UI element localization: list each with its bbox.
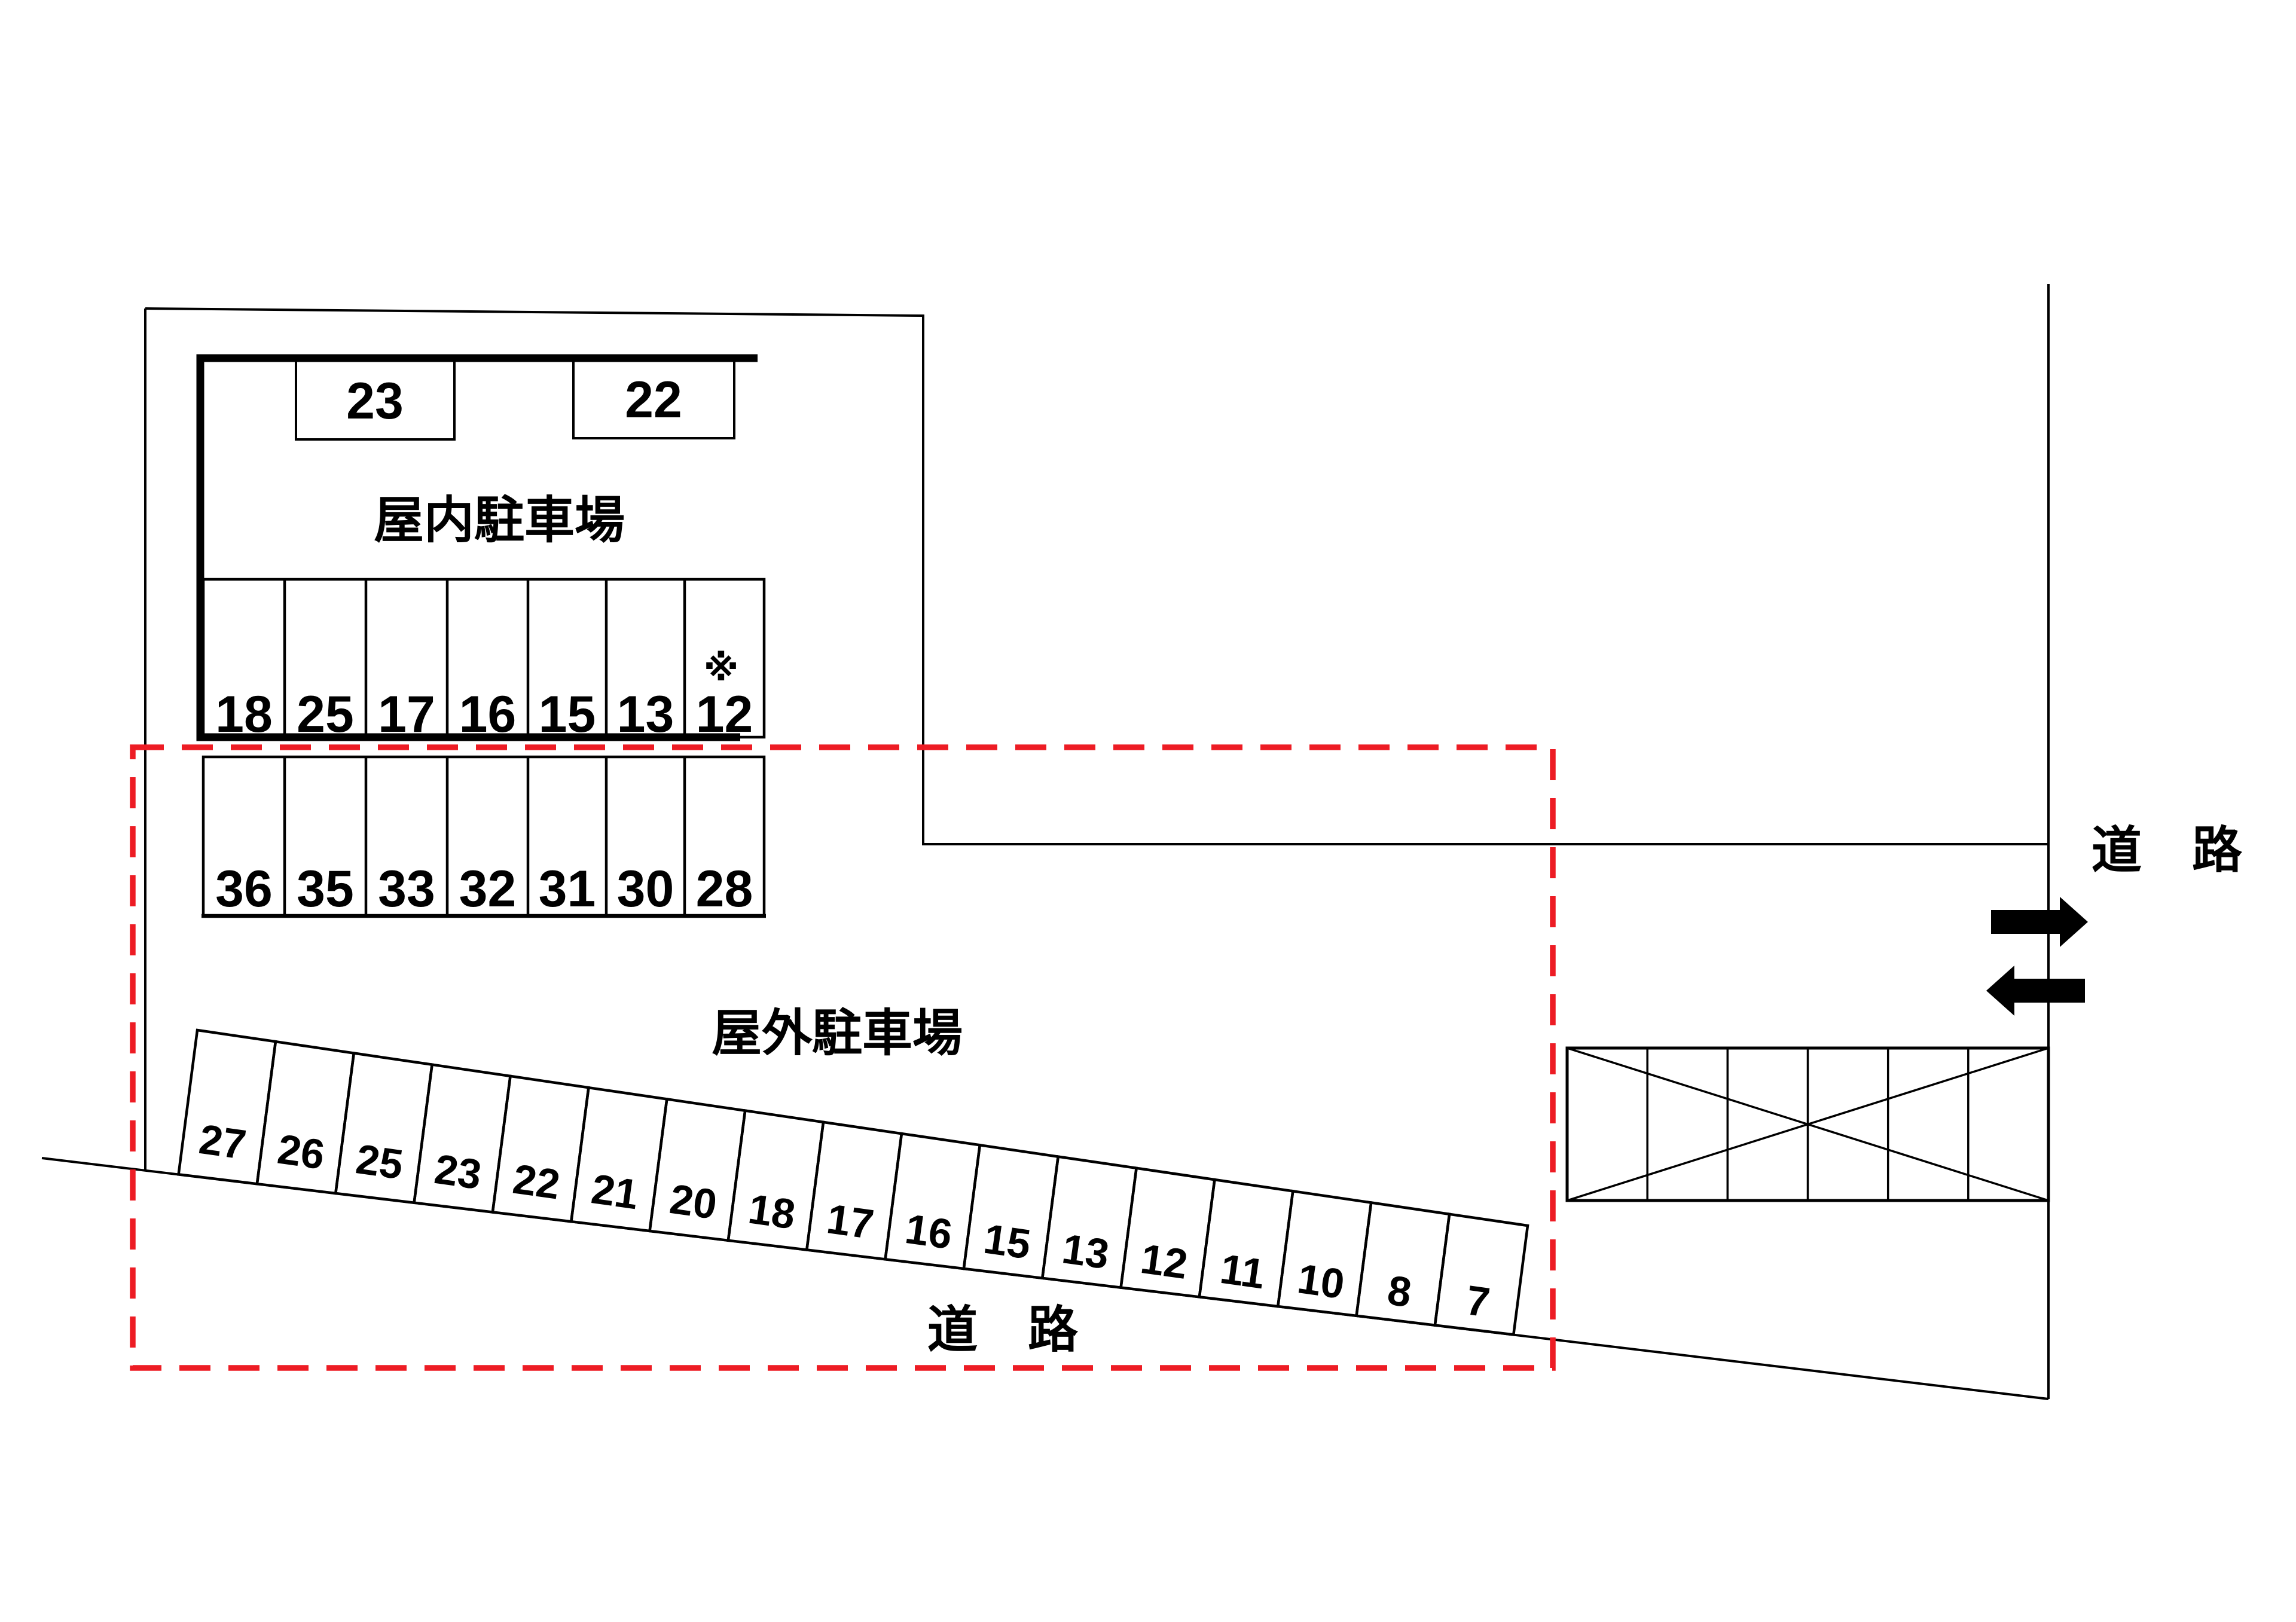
outdoor-parking-label: 屋外駐車場 [712, 1005, 963, 1061]
stall-number: 33 [378, 860, 435, 918]
stall-number: 11 [1217, 1245, 1268, 1298]
road-label-right: 道 路 [2092, 822, 2243, 878]
stall-number: 35 [297, 860, 354, 918]
stall-number: 25 [353, 1135, 406, 1188]
stall-number: 20 [667, 1175, 720, 1228]
exit-arrow-icon [1986, 966, 2085, 1016]
stall-number: 21 [589, 1165, 642, 1218]
stall-number: 18 [746, 1186, 798, 1238]
crossed-out-structure [1565, 1046, 2050, 1202]
stall-number: 22 [625, 371, 682, 429]
entry-arrow-icon [1991, 897, 2088, 947]
stall-number: 13 [1060, 1225, 1112, 1278]
stall-number: 30 [617, 860, 674, 918]
middle-stall-row: 36 35 33 32 31 30 28 [201, 755, 766, 918]
stall-number: 27 [196, 1116, 249, 1168]
boundary-step-line [145, 307, 2048, 845]
note-mark: ※ [704, 648, 738, 688]
stall-number: 16 [902, 1205, 955, 1258]
parking-stall [1433, 1212, 1529, 1336]
crossed-structure-dividers [1646, 1048, 1970, 1201]
indoor-box-stall-23 [295, 357, 456, 441]
stall-number: 36 [215, 860, 273, 918]
stall-number: 23 [346, 372, 404, 430]
stall-number: 10 [1294, 1255, 1347, 1308]
stall-number: 31 [539, 860, 596, 918]
stall-number: 26 [275, 1126, 328, 1178]
stall-number: 15 [981, 1215, 1034, 1268]
red-lease-boundary [130, 744, 1556, 1371]
stall-number: 23 [432, 1146, 484, 1198]
indoor-box-stall-22 [572, 357, 735, 439]
road-label-bottom: 道 路 [927, 1302, 1079, 1358]
stall-number: 28 [696, 860, 753, 918]
stall-number: 12 [1138, 1235, 1190, 1288]
indoor-parking-label: 屋内駐車場 [374, 492, 625, 548]
stall-number: 17 [824, 1195, 877, 1248]
stall-number: 22 [510, 1156, 563, 1208]
stall-number: 32 [459, 860, 517, 918]
